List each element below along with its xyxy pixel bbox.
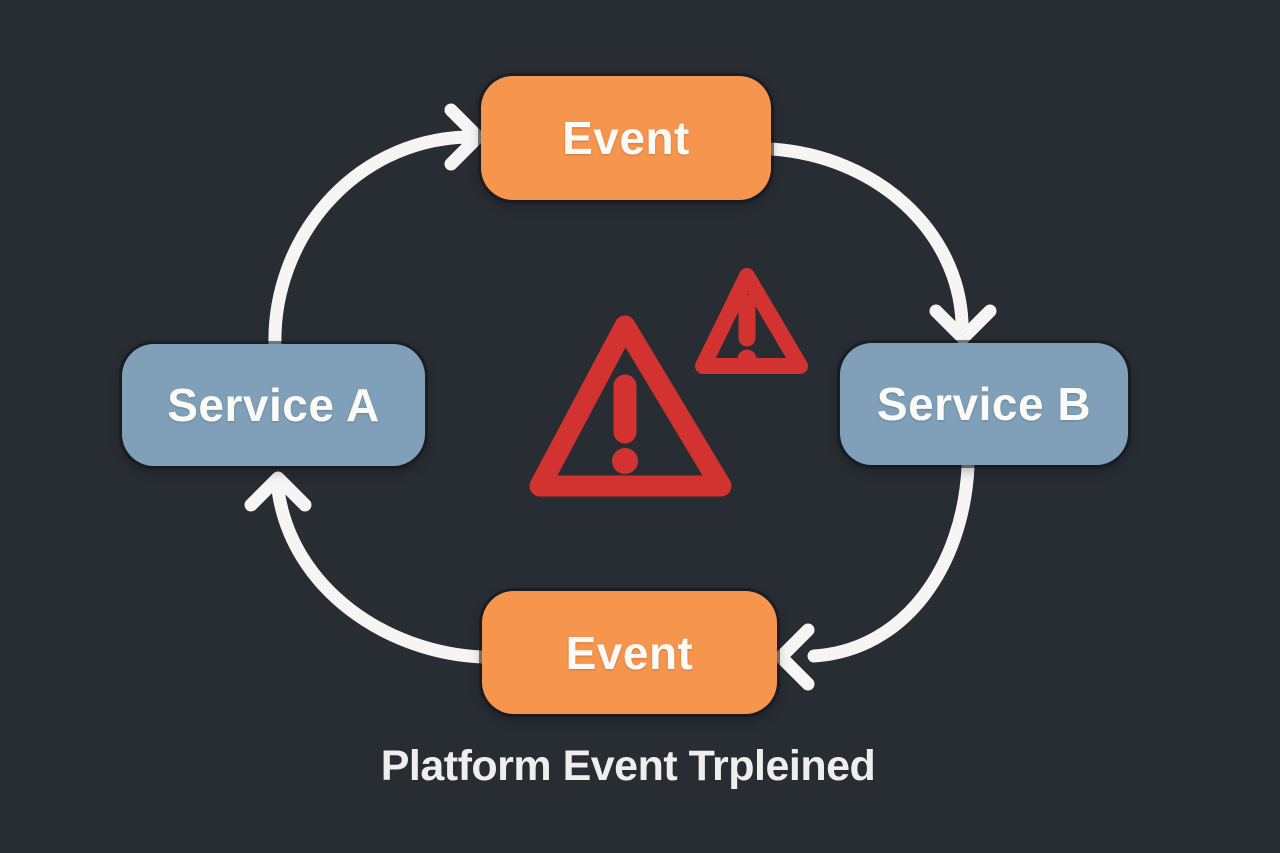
warning-triangle-icon-small (695, 268, 808, 374)
arrow-event-top-to-service-b (764, 142, 997, 345)
diagram-caption: Platform Event Trpleined (380, 742, 876, 790)
node-service-a: Service A (122, 344, 425, 466)
node-service-b-label: Service B (876, 378, 1092, 430)
arrow-service-b-to-event-bottom (774, 460, 975, 691)
node-event-bottom-label: Event (565, 626, 694, 679)
node-event-top-label: Event (562, 112, 690, 164)
node-service-a-label: Service A (167, 379, 380, 431)
node-service-b: Service B (840, 343, 1128, 465)
arrow-service-a-to-event-top (268, 103, 485, 353)
arrow-event-bottom-to-service-a (244, 471, 489, 664)
warning-triangle-icon-large (521, 307, 740, 505)
node-event-bottom: Event (482, 591, 777, 714)
node-event-top: Event (481, 76, 771, 200)
